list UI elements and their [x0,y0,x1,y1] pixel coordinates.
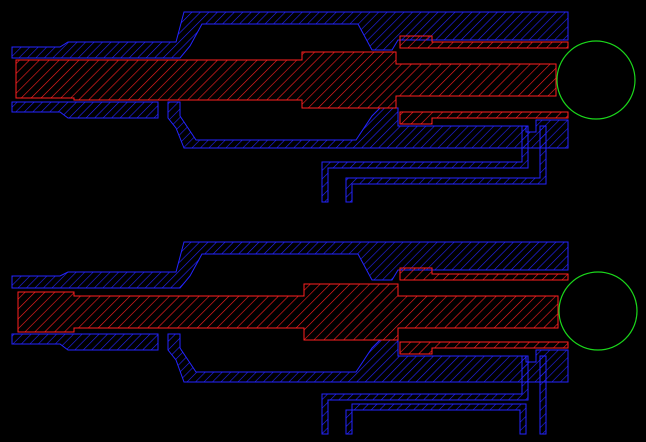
ball-circle [558,271,638,351]
piston-shaft [15,51,557,109]
ball-circle [556,40,636,120]
port-tube-right [539,355,547,435]
piston-shaft [17,283,559,341]
upper-assembly-view [11,11,636,203]
housing-top-wall [11,241,569,289]
housing-bottom-body [167,101,569,149]
inner-sleeve-top [399,267,569,281]
port-tube-outer [321,355,529,435]
inner-sleeve-top [399,35,569,49]
housing-top-wall [11,11,569,59]
housing-bottom-wall [11,101,159,119]
port-tube-outer [321,125,529,203]
inner-sleeve-bottom [399,111,569,125]
housing-bottom-wall [11,333,159,351]
housing-bottom-body [167,333,569,383]
port-tube-inner [345,125,547,203]
inner-sleeve-bottom [399,341,569,355]
lower-assembly-view [11,241,638,435]
port-tube-inner [345,403,527,435]
